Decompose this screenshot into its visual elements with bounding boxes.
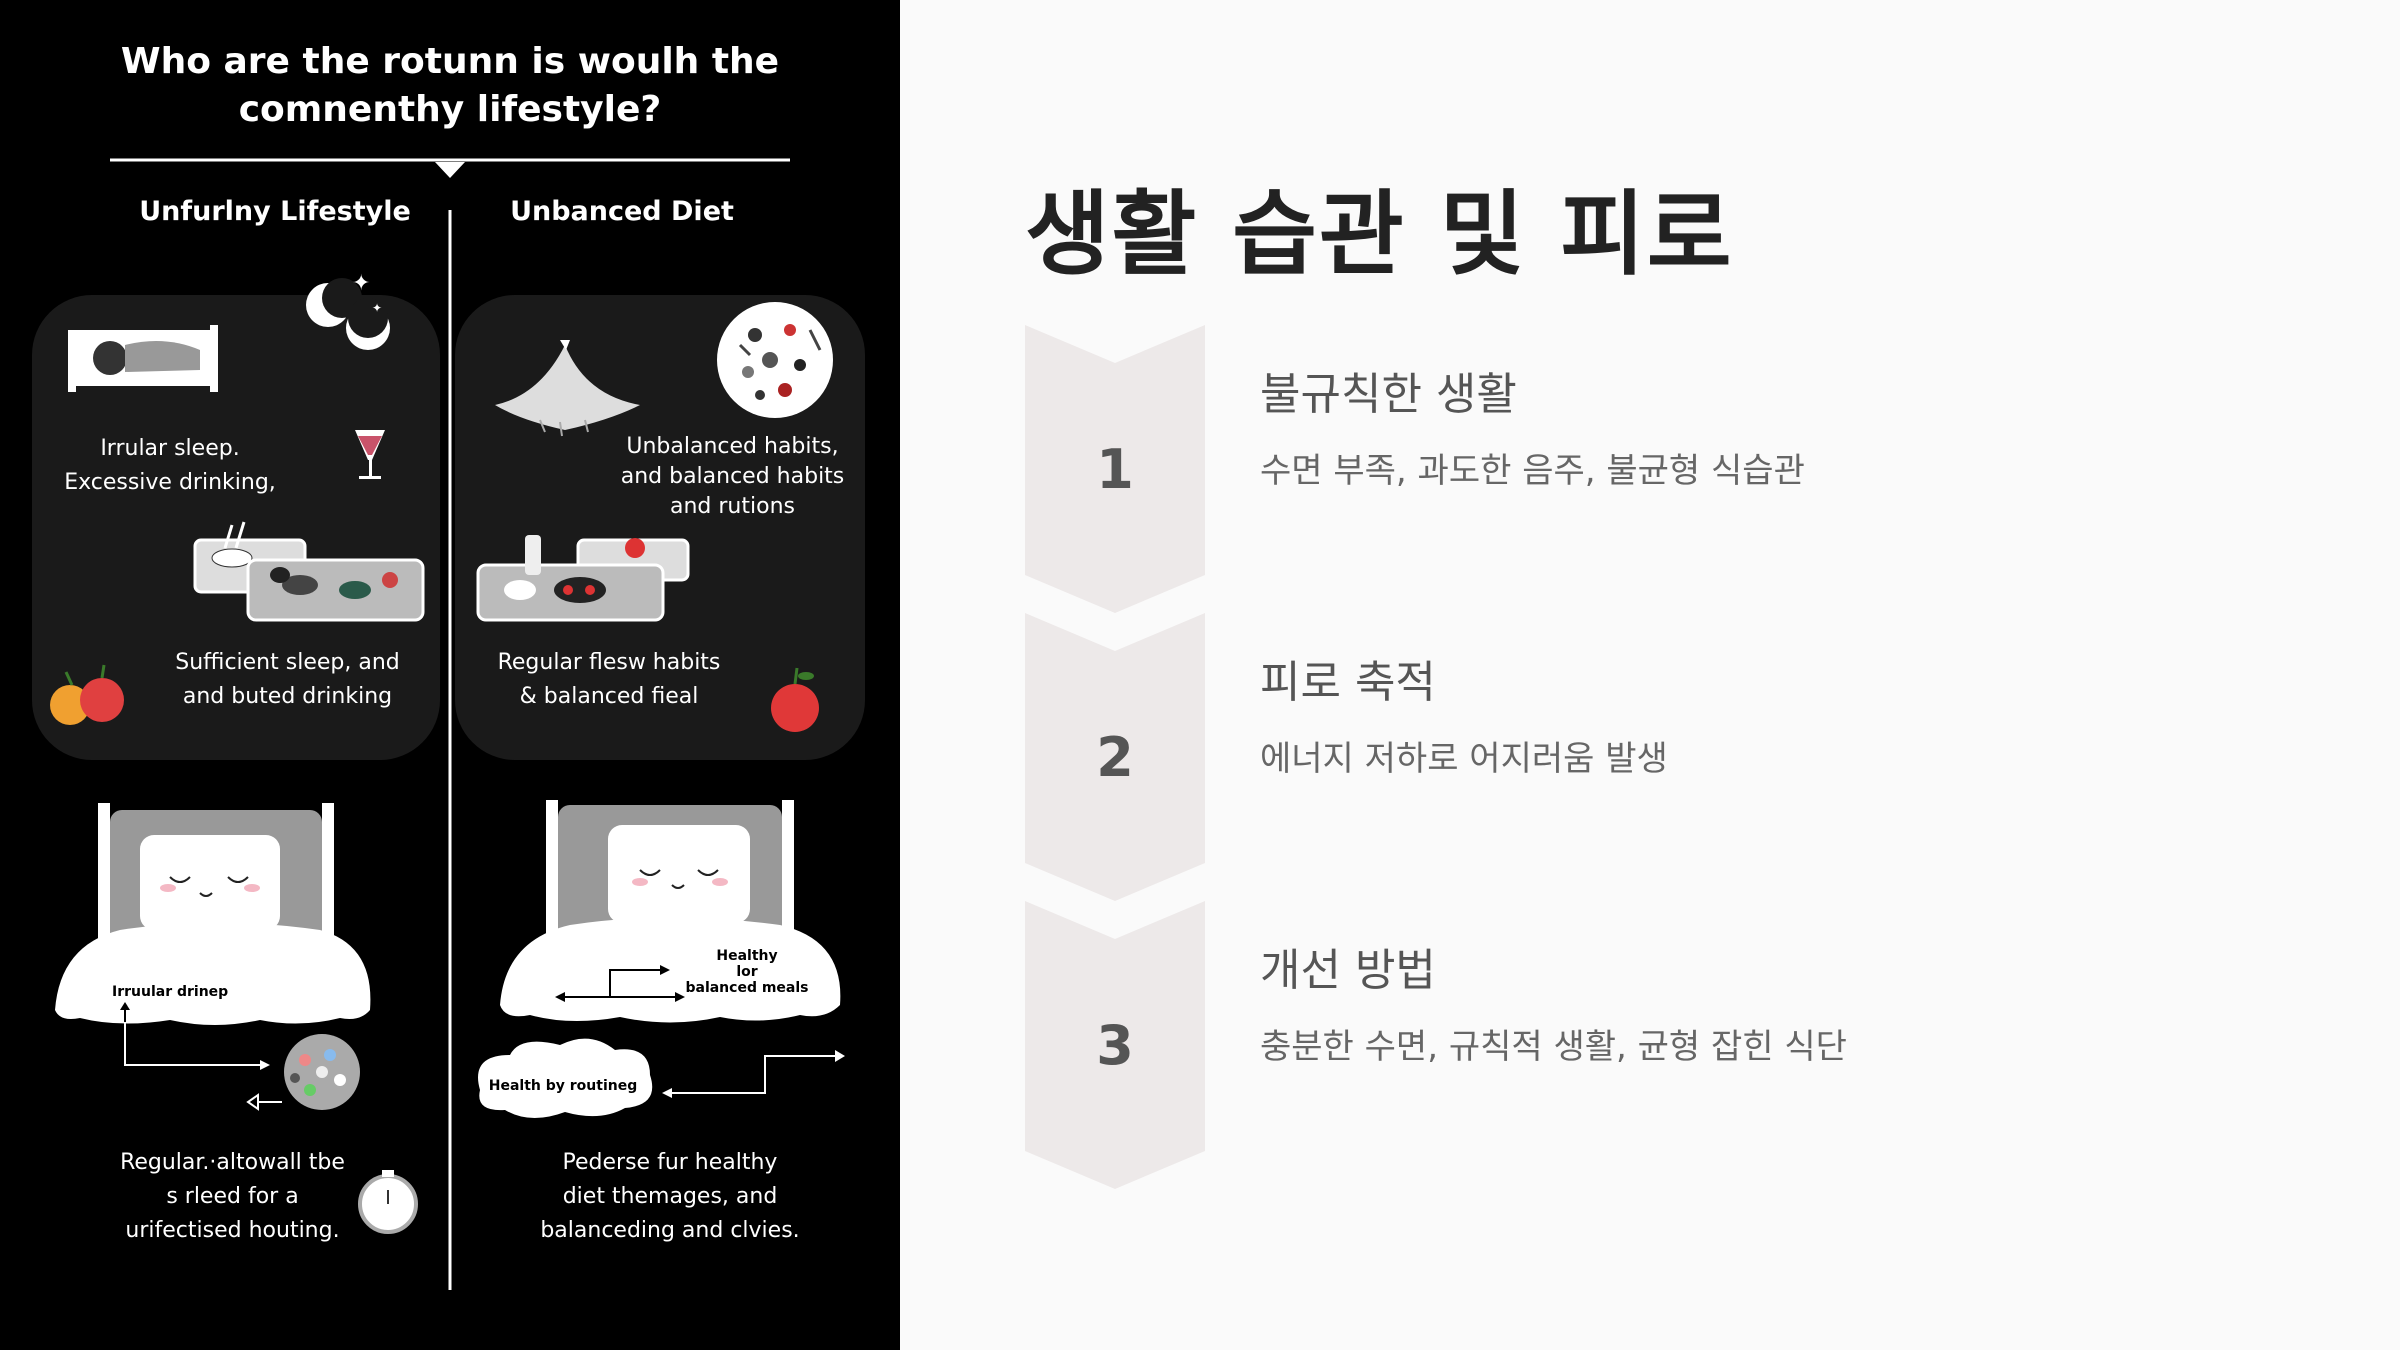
left-caption-2: Sufficient sleep, and and buted drinking bbox=[160, 646, 415, 714]
right-caption-1: Unbalanced habits, and balanced habits a… bbox=[600, 432, 865, 522]
right-bed-illustration bbox=[500, 800, 841, 1023]
caption-line: Regular flesw habits bbox=[497, 650, 721, 675]
step-3-description: 충분한 수면, 규칙적 생활, 균형 잡힌 식단 bbox=[1260, 1027, 1847, 1067]
left-top-panel bbox=[32, 295, 440, 760]
moon-icon: ✦ ✦ bbox=[306, 271, 390, 350]
caption-line: & balanced fieal bbox=[519, 684, 699, 709]
left-column-heading: Unfurlny Lifestyle bbox=[139, 196, 411, 227]
caption-line: Regular.·altowall tbe bbox=[120, 1150, 345, 1175]
title-pointer bbox=[435, 162, 465, 178]
caption-line: and rutions bbox=[670, 494, 795, 519]
left-bottom-caption: Regular.·altowall tbe s rleed for a urif… bbox=[100, 1146, 365, 1248]
bed-label-line: lor bbox=[736, 964, 758, 980]
left-arrow-head bbox=[246, 1093, 259, 1111]
caption-line: diet themages, and bbox=[562, 1184, 778, 1209]
step-2-number: 2 bbox=[1096, 726, 1134, 789]
wine-glass-icon bbox=[355, 430, 385, 479]
caption-line: Unbalanced habits, bbox=[626, 434, 839, 459]
stopwatch-icon bbox=[358, 1170, 418, 1234]
svg-text:✦: ✦ bbox=[352, 271, 370, 296]
step-3-number: 3 bbox=[1096, 1014, 1134, 1077]
step-2-description: 에너지 저하로 어지러움 발생 bbox=[1260, 739, 1668, 779]
food-tray-icon bbox=[193, 521, 425, 622]
breakfast-tray-icon bbox=[476, 535, 690, 622]
chevron-step-2 bbox=[1025, 613, 1205, 901]
caption-line: urifectised houting. bbox=[125, 1218, 340, 1243]
mountain-icon bbox=[495, 340, 640, 437]
caption-line: Irrular sleep. bbox=[100, 436, 240, 461]
svg-text:✦: ✦ bbox=[372, 301, 382, 315]
bed-label-line: Healthy bbox=[716, 948, 778, 964]
chevron-step-1 bbox=[1025, 325, 1205, 613]
caption-line: Sufficient sleep, and bbox=[175, 650, 400, 675]
caption-line: and buted drinking bbox=[182, 684, 393, 709]
caption-line: and balanced habits bbox=[620, 464, 845, 489]
bed-label-line: balanced meals bbox=[685, 980, 809, 996]
caption-line: balanceding and clvies. bbox=[540, 1218, 800, 1243]
infographic-title: Who are the rotunn is woulh the comnenth… bbox=[90, 38, 810, 134]
fruit-icon bbox=[50, 664, 124, 725]
step-1-number: 1 bbox=[1096, 438, 1134, 501]
step-1-description: 수면 부족, 과도한 음주, 불균형 식습관 bbox=[1260, 451, 1805, 491]
caption-line: Excessive drinking, bbox=[64, 470, 276, 495]
right-bed-label: Healthy lor balanced meals bbox=[672, 948, 822, 996]
step-2-title: 피로 축적 bbox=[1260, 657, 1436, 708]
right-arrow-line bbox=[665, 1055, 835, 1094]
left-bed-label: Irruular drinep bbox=[112, 984, 229, 1000]
pills-icon bbox=[284, 1034, 360, 1110]
cloud-label: Health by routineg bbox=[488, 1078, 638, 1094]
right-arrow-head bbox=[835, 1050, 845, 1062]
chevron-step-3 bbox=[1025, 901, 1205, 1189]
cloud-shape bbox=[478, 1038, 653, 1119]
slide-title: 생활 습관 및 피로 bbox=[1025, 181, 1734, 288]
infographic-title-line-2: comnenthy lifestyle? bbox=[238, 89, 662, 130]
right-column-heading: Unbanced Diet bbox=[510, 196, 734, 227]
infographic-title-line-1: Who are the rotunn is woulh the bbox=[120, 41, 780, 82]
apple-icon bbox=[771, 667, 819, 732]
right-caption-2: Regular flesw habits & balanced fieal bbox=[478, 646, 740, 714]
step-3-title: 개선 방법 bbox=[1260, 945, 1436, 996]
infographic-panel: ✦ ✦ bbox=[0, 0, 900, 1350]
caption-line: Pederse fur healthy bbox=[562, 1150, 778, 1175]
infographic-artwork: ✦ ✦ bbox=[32, 158, 865, 1290]
process-chevrons bbox=[1025, 325, 1205, 1189]
mixed-food-plate-icon bbox=[717, 302, 833, 418]
right-bottom-caption: Pederse fur healthy diet themages, and b… bbox=[530, 1146, 810, 1248]
step-1-title: 불규칙한 생활 bbox=[1260, 369, 1517, 420]
cloud-arrow-head bbox=[662, 1088, 672, 1098]
left-caption-1: Irrular sleep. Excessive drinking, bbox=[40, 432, 300, 500]
caption-line: s rleed for a bbox=[166, 1184, 299, 1209]
left-bed-illustration bbox=[55, 803, 371, 1070]
sleeping-person-icon bbox=[68, 325, 218, 392]
